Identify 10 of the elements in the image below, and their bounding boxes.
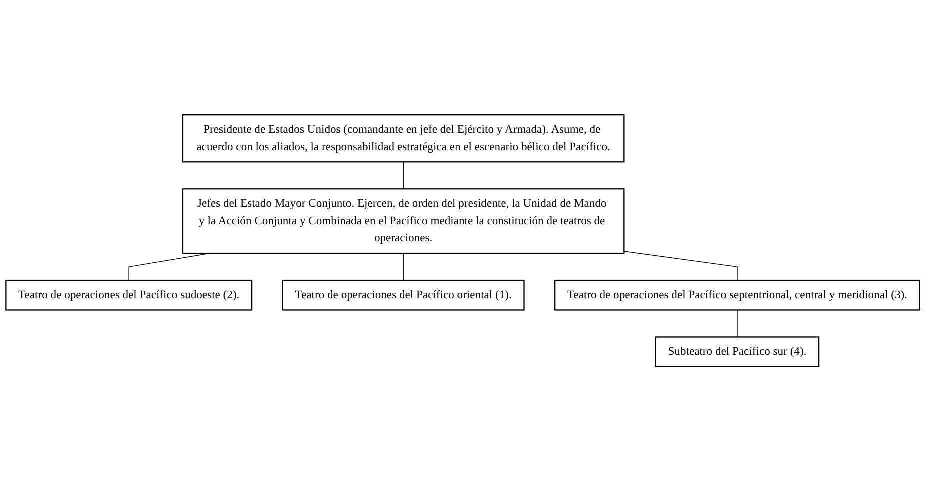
connector <box>624 251 738 281</box>
connector <box>403 162 404 190</box>
node-box: Jefes del Estado Mayor Conjunto. Ejercen, de orden del presidente, la Unidad de Mando y la Acción Conjunta y Combinada en el Pacífico mediante la constitución de teatros de operaciones. <box>182 188 625 254</box>
node-box: Presidente de Estados Unidos (comandante en jefe del Ejército y Armada). Asume, de acuerdo con los aliados, la responsabilidad estratégica en el escenario bélico del Pacífico. <box>182 114 625 163</box>
node-box: Teatro de operaciones del Pacífico septentrional, central y meridional (3). <box>554 280 920 311</box>
connector <box>403 253 404 281</box>
node-box: Teatro de operaciones del Pacífico sudoeste (2). <box>6 280 253 311</box>
node-box: Subteatro del Pacífico sur (4). <box>655 336 820 368</box>
node-box: Teatro de operaciones del Pacífico oriental (1). <box>282 280 525 311</box>
connector <box>737 310 738 338</box>
